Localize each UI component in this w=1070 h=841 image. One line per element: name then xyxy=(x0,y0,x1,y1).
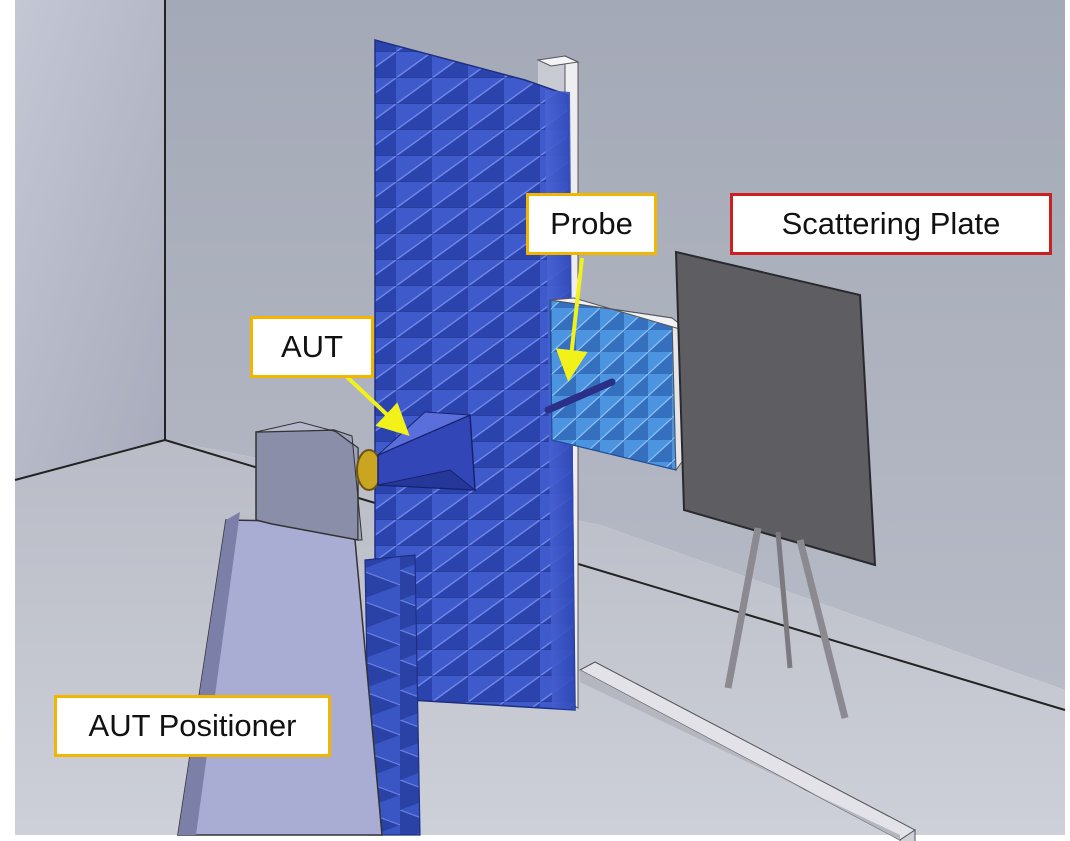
probe-callout: Probe xyxy=(526,193,657,255)
scattering-plate-face xyxy=(674,250,877,567)
easel-leg-right xyxy=(796,539,849,719)
positioner-head-side xyxy=(333,429,363,541)
easel-leg-back xyxy=(775,531,793,669)
scattering-plate xyxy=(674,250,877,719)
positioner-head-front xyxy=(255,429,359,541)
probe-rod xyxy=(544,378,616,414)
aut-horn xyxy=(356,411,477,491)
aut-arrow xyxy=(343,373,410,436)
easel-leg-left xyxy=(724,527,762,689)
frame-post-top xyxy=(536,55,580,67)
probe-arrow xyxy=(555,257,588,382)
floor-beam-side xyxy=(580,670,900,840)
probe-absorber-panel xyxy=(549,297,693,472)
aut-callout: AUT xyxy=(250,316,374,378)
left-wall xyxy=(15,0,165,480)
floor-beam-end xyxy=(899,829,916,841)
floor-edge-left xyxy=(14,439,166,481)
aut-horn-lower xyxy=(377,469,477,491)
aut-positioner-callout: AUT Positioner xyxy=(54,695,331,757)
floor-beam xyxy=(578,661,916,841)
scattering-plate-callout: Scattering Plate xyxy=(730,193,1052,255)
